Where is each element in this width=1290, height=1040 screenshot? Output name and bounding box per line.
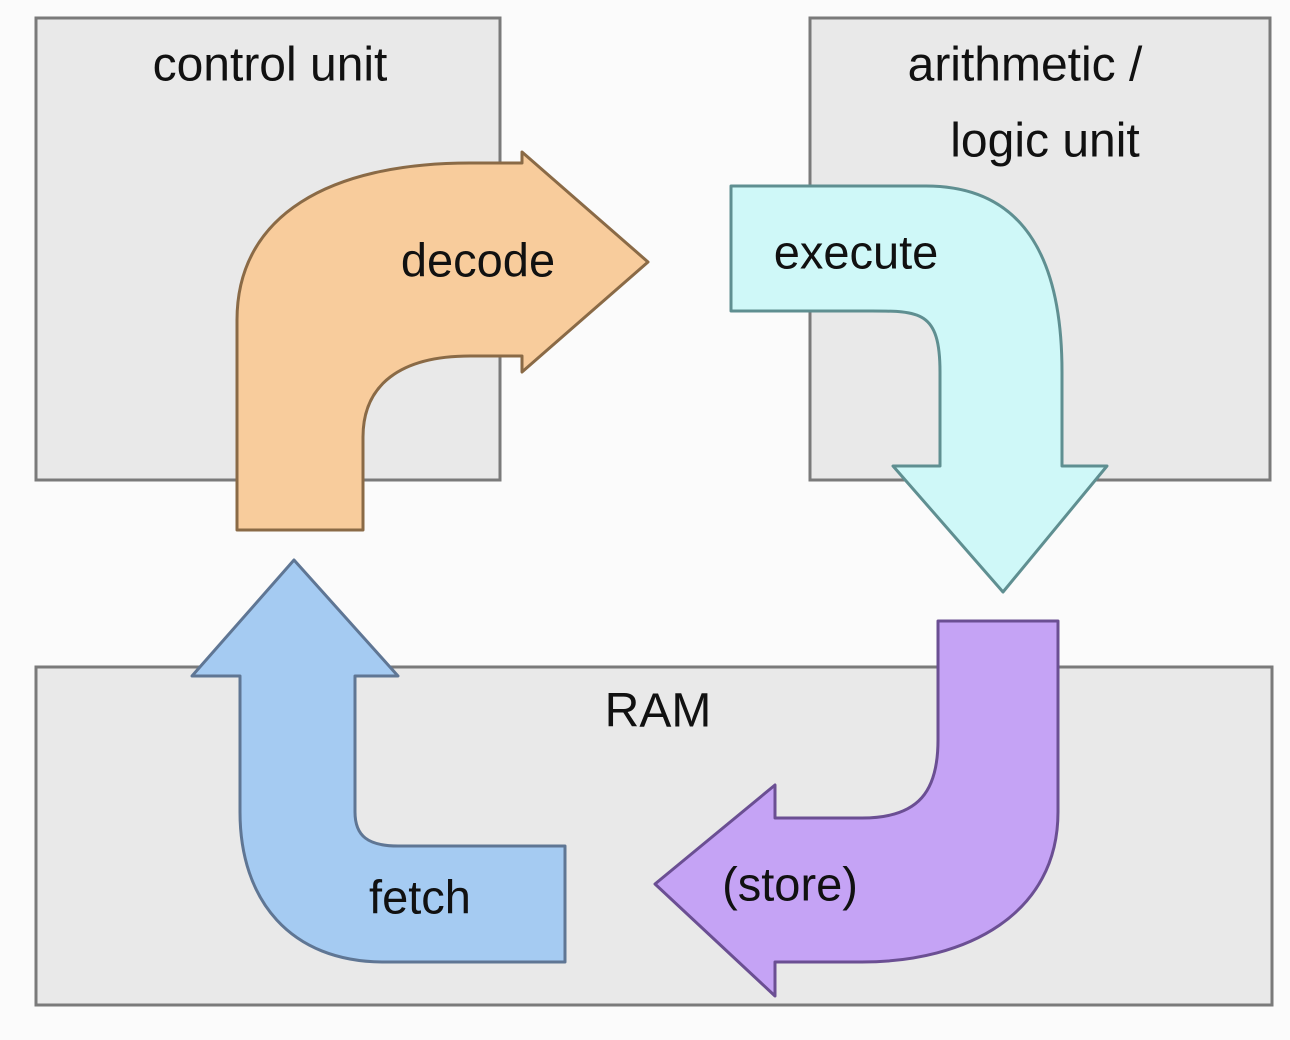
- execute-arrow-shape: [729, 184, 1109, 594]
- control-unit-label: control unit: [153, 39, 388, 92]
- fetch-arrow-shape: [190, 558, 567, 964]
- decode-arrow-shape: [235, 150, 650, 532]
- decode-arrow-label: decode: [401, 233, 555, 286]
- alu-label-line2: logic unit: [950, 115, 1139, 168]
- alu-label-line1: arithmetic /: [908, 39, 1143, 92]
- decode-arrow: decode: [235, 150, 650, 532]
- ram-label: RAM: [605, 685, 712, 738]
- store-arrow-label: (store): [722, 857, 858, 910]
- execute-arrow-label: execute: [774, 225, 939, 278]
- store-arrow: (store): [653, 619, 1060, 998]
- store-arrow-shape: [653, 619, 1060, 998]
- fetch-arrow: fetch: [190, 558, 567, 964]
- ram-box: RAM: [34, 665, 1274, 1007]
- execute-arrow: execute: [729, 184, 1109, 594]
- fetch-arrow-label: fetch: [369, 870, 471, 923]
